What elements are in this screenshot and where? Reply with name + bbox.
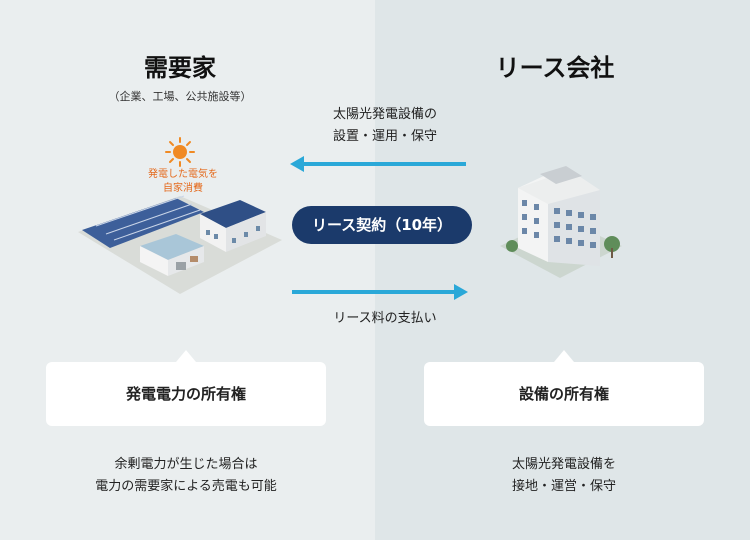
consumer-note-line2: 電力の需要家による売電も可能 (95, 479, 277, 494)
self-consumption-note-line2: 自家消費 (163, 183, 203, 194)
consumer-subtitle: （企業、工場、公共施設等） (108, 90, 252, 103)
sun-icon (165, 137, 195, 167)
self-consumption-note-line1: 発電した電気を (148, 169, 218, 180)
payment-arrow-label: リース料の支払い (333, 311, 437, 326)
payment-arrow (292, 284, 468, 300)
lease-contract-badge: リース契約（10年） (292, 206, 472, 244)
office-building-illustration (500, 166, 622, 278)
factory-with-solar-panels-illustration (78, 195, 282, 294)
service-arrow (290, 156, 466, 172)
service-arrow-label-line2: 設置・運用・保守 (332, 129, 437, 144)
generated-power-ownership-box: 発電電力の所有権 (46, 350, 326, 426)
consumer-note: 余剰電力が生じた場合は 電力の需要家による売電も可能 (36, 454, 336, 498)
leasing-company-note: 太陽光発電設備を 接地・運営・保守 (414, 454, 714, 498)
consumer-title: 需要家 (144, 54, 216, 82)
leasing-company-title: リース会社 (495, 54, 615, 82)
self-consumption-note: 発電した電気を 自家消費 (138, 168, 228, 196)
consumer-note-line1: 余剰電力が生じた場合は (114, 457, 258, 472)
leasing-company-note-line1: 太陽光発電設備を (511, 457, 616, 472)
service-arrow-label-line1: 太陽光発電設備の (332, 107, 437, 122)
equipment-ownership-box: 設備の所有権 (424, 350, 704, 426)
leasing-company-note-line2: 接地・運営・保守 (511, 479, 616, 494)
service-arrow-label: 太陽光発電設備の 設置・運用・保守 (300, 104, 470, 148)
